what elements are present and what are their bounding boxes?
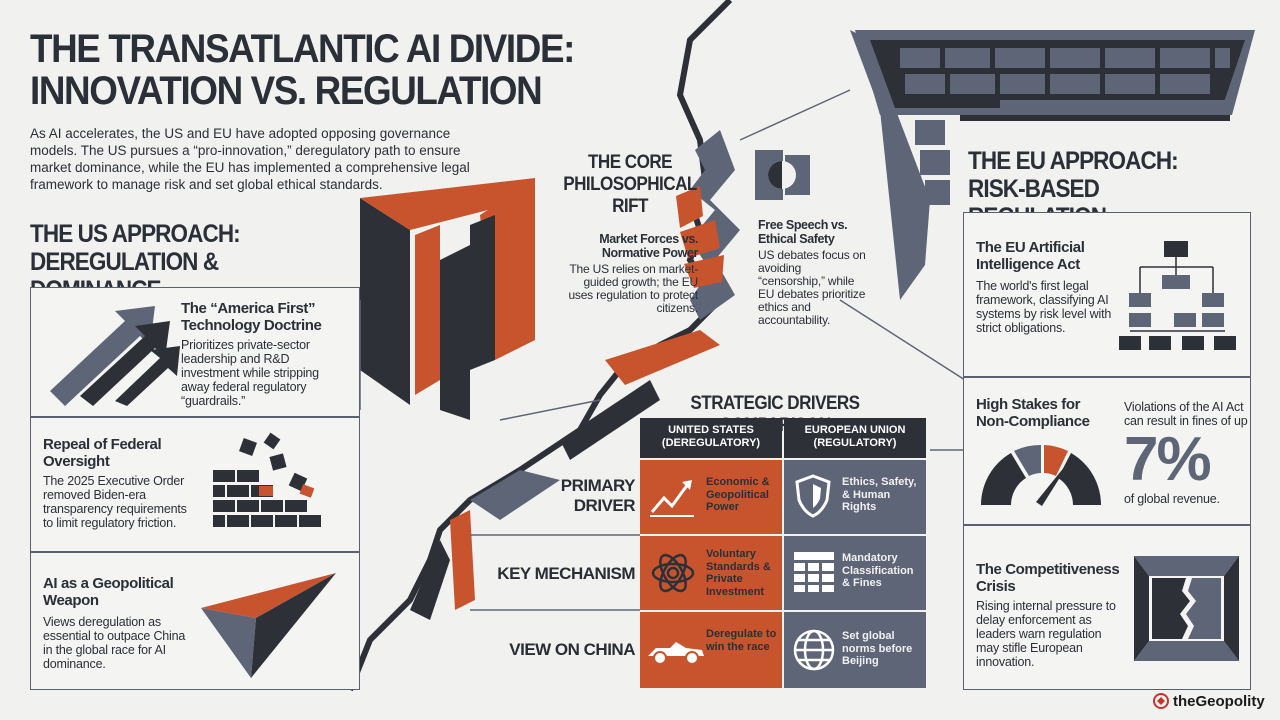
rift-left-title: Market Forces vs. Normative Power [599, 232, 698, 260]
us-card-body: Views deregulation as essential to outpa… [43, 615, 186, 671]
cell-text: Deregulate to win the race [706, 628, 777, 653]
split-circle-icon [755, 150, 810, 200]
trend-up-icon [650, 480, 694, 517]
eu-card-competitiveness: The Competitiveness Crisis Rising intern… [963, 525, 1251, 690]
gauge-icon [981, 444, 1101, 506]
eu-structure-graphic [850, 30, 1255, 300]
cell-text: Ethics, Safety, & Human Rights [842, 476, 917, 513]
page-title: THE TRANSATLANTIC AI DIVIDE: INNOVATION … [30, 28, 619, 112]
fractured-frame-icon [1134, 556, 1239, 661]
cell-text: Economic & Geopolitical Power [706, 476, 770, 513]
us-card-doctrine: The “America First” Technology Doctrine … [30, 287, 360, 417]
eu-act-body: The world's first legal framework, class… [976, 279, 1112, 335]
crumbling-wall-icon [213, 432, 321, 527]
eu-comp-title: The Competitiveness Crisis [976, 561, 1120, 595]
us-card-body: Prioritizes private-sector leadership an… [181, 338, 319, 408]
cell-eu-primary-driver: Ethics, Safety, & Human Rights [784, 460, 926, 534]
eu-card-act: The EU Artificial Intelligence Act The w… [963, 212, 1251, 377]
us-card-body: The 2025 Executive Order removed Biden-e… [43, 474, 187, 530]
row-label-key-mechanism: KEY MECHANISM [497, 564, 635, 583]
network-icon [651, 553, 695, 593]
us-card-weapon: AI as a Geopolitical Weapon Views deregu… [30, 552, 360, 690]
cell-us-view-on-china: Deregulate to win the race [640, 612, 782, 688]
cell-us-primary-driver: Economic & Geopolitical Power [640, 460, 782, 534]
divide-crack-graphic [347, 0, 851, 692]
intro-paragraph: As AI accelerates, the US and EU have ad… [30, 126, 470, 192]
cell-us-key-mechanism: Voluntary Standards & Private Investment [640, 536, 782, 610]
us-card-title: Repeal of Federal Oversight [43, 436, 162, 470]
brand-name: theGeopolity [1173, 692, 1265, 710]
eu-stakes-suffix: of global revenue. [1124, 492, 1220, 506]
org-chart-icon [1119, 241, 1236, 350]
title-line-1: THE TRANSATLANTIC AI DIVIDE: [30, 27, 575, 71]
column-header-eu: EUROPEAN UNION (REGULATORY) [784, 418, 926, 458]
fine-percent-value: 7% [1124, 425, 1212, 494]
arrows-icon [50, 306, 180, 406]
us-card-title: The “America First” Technology Doctrine [181, 300, 322, 334]
cell-text: Mandatory Classification & Fines [842, 552, 914, 589]
shield-icon [795, 474, 831, 518]
brand-icon [1153, 693, 1169, 709]
us-structure-graphic [360, 178, 535, 420]
us-card-title: AI as a Geopolitical Weapon [43, 575, 174, 609]
eu-stakes-title: High Stakes for Non-Compliance [976, 396, 1090, 430]
rift-right: Free Speech vs. Ethical Safety US debate… [758, 218, 868, 327]
brand-logo: theGeopolity [1152, 692, 1265, 710]
race-car-icon [648, 642, 704, 665]
rift-heading: THE CORE PHILOSOPHICAL RIFT [563, 152, 697, 217]
eu-heading-line-1: THE EU APPROACH: [968, 147, 1179, 175]
grid-table-icon [794, 552, 834, 592]
rift-left-body: The US relies on market-guided growth; t… [568, 262, 698, 315]
cell-eu-key-mechanism: Mandatory Classification & Fines [784, 536, 926, 610]
paper-plane-icon [201, 573, 336, 678]
rift-right-body: US debates focus on avoiding “censorship… [758, 248, 866, 327]
cell-eu-view-on-china: Set global norms before Beijing [784, 612, 926, 688]
us-card-repeal: Repeal of Federal Oversight The 2025 Exe… [30, 417, 360, 552]
eu-stakes-text: Violations of the AI Act can result in f… [1124, 400, 1248, 428]
eu-comp-body: Rising internal pressure to delay enforc… [976, 599, 1116, 669]
rift-left: Market Forces vs. Normative Power The US… [558, 232, 698, 315]
column-header-us: UNITED STATES (DEREGULATORY) [640, 418, 782, 458]
cell-text: Voluntary Standards & Private Investment [706, 548, 771, 598]
eu-act-title: The EU Artificial Intelligence Act [976, 239, 1085, 273]
row-label-primary-driver: PRIMARY DRIVER [560, 476, 636, 515]
row-label-view-on-china: VIEW ON CHINA [509, 640, 635, 659]
title-line-2: INNOVATION VS. REGULATION [30, 69, 543, 113]
rift-right-title: Free Speech vs. Ethical Safety [758, 218, 848, 246]
cell-text: Set global norms before Beijing [842, 630, 913, 667]
us-heading-line-1: THE US APPROACH: [30, 220, 241, 248]
eu-card-stakes: High Stakes for Non-Compliance Violation… [963, 377, 1251, 525]
globe-icon [793, 629, 835, 671]
